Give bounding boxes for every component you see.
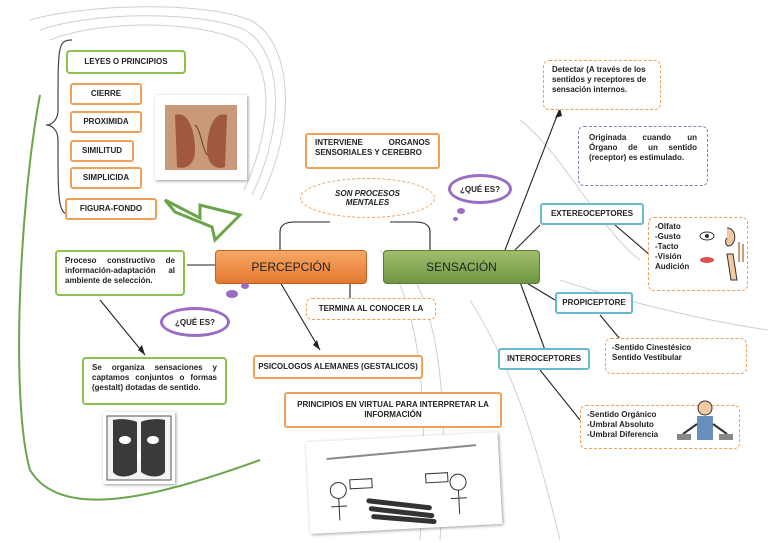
- procesos-ellipse: SON PROCESOS MENTALES: [300, 178, 435, 218]
- intero-list-box: -Sentido Orgánico -Umbral Absoluto -Umbr…: [580, 405, 740, 449]
- law-simplicidad: SIMPLICIDA: [70, 167, 142, 189]
- cloud-tail-dot: [453, 217, 458, 221]
- virtual-perception-image: [305, 432, 503, 534]
- faces-illusion-illustration: [165, 105, 237, 170]
- laws-brace: [45, 39, 73, 216]
- law-proximidad: PROXIMIDA: [70, 111, 142, 133]
- intero-item: -Umbral Absoluto: [587, 420, 654, 429]
- extero-item: -Tacto: [655, 242, 679, 251]
- proceso-box: Proceso constructivo de información-adap…: [55, 250, 185, 296]
- faces-sketch-image: [103, 412, 175, 484]
- exteroceptores-box: EXTEREOCEPTORES: [540, 203, 644, 225]
- cloud-tail-dot: [226, 290, 238, 298]
- detectar-box: Detectar (A través de los sentidos y rec…: [543, 60, 661, 110]
- virtual-perception-illustration: [326, 444, 477, 524]
- interoceptores-box: INTEROCEPTORES: [498, 348, 590, 370]
- node-percepcion: PERCEPCIÓN: [215, 250, 367, 284]
- cloud-tail-dot: [241, 283, 249, 289]
- law-figura-fondo: FIGURA-FONDO: [65, 198, 157, 220]
- organiza-box: Se organiza sensaciones y captamos conju…: [82, 357, 227, 405]
- mouth-icon: [700, 257, 714, 263]
- propio-item: Sentido Vestibular: [612, 353, 682, 362]
- big-arrow: [163, 198, 243, 243]
- extero-item: Audición: [655, 262, 690, 271]
- cloud-tail-dot: [457, 208, 465, 214]
- senses-icons: [699, 227, 744, 281]
- extero-item: -Gusto: [655, 232, 681, 241]
- extero-list-box: -Olfato -Gusto -Tacto -Visión Audición: [648, 217, 748, 291]
- laws-title: LEYES O PRINCIPIOS: [66, 50, 186, 74]
- termina-box: TERMINA AL CONOCER LA: [306, 298, 436, 320]
- extero-item: -Olfato: [655, 222, 681, 231]
- outer-arc: [18, 94, 261, 501]
- que-es-cloud-left: ¿QUÉ ES?: [160, 307, 230, 337]
- law-cierre: CIERRE: [70, 83, 142, 105]
- originada-box: Originada cuando un Órgano de un sentido…: [578, 126, 708, 186]
- ear-icon: [725, 227, 736, 247]
- que-es-cloud-right: ¿QUÉ ES?: [448, 174, 512, 204]
- propio-list-box: -Sentido Cinestésico Sentido Vestibular: [605, 338, 747, 374]
- weights-person-illustration: [677, 400, 733, 440]
- propioceptores-box: PROPICEPTORE: [555, 292, 633, 314]
- principios-box: PRINCIPIOS EN VIRTUAL PARA INTERPRETAR L…: [284, 392, 502, 428]
- psicologos-box: PSICOLOGOS ALEMANES (GESTALICOS): [253, 355, 423, 379]
- intero-item: -Umbral Diferencia: [587, 430, 659, 439]
- faces-sketch-illustration: [106, 415, 172, 481]
- vase-faces-image: [155, 95, 247, 180]
- extero-item: -Visión: [655, 252, 682, 261]
- hand-icon: [738, 242, 744, 262]
- law-similitud: SIMILITUD: [70, 140, 134, 162]
- intero-item: -Sentido Orgánico: [587, 410, 657, 419]
- nose-icon: [726, 253, 738, 281]
- node-sensacion: SENSACIÓN: [383, 250, 540, 284]
- organos-box: INTERVIENE ORGANOS SENSORIALES Y CEREBRO: [305, 133, 440, 169]
- propio-item: -Sentido Cinestésico: [612, 343, 692, 352]
